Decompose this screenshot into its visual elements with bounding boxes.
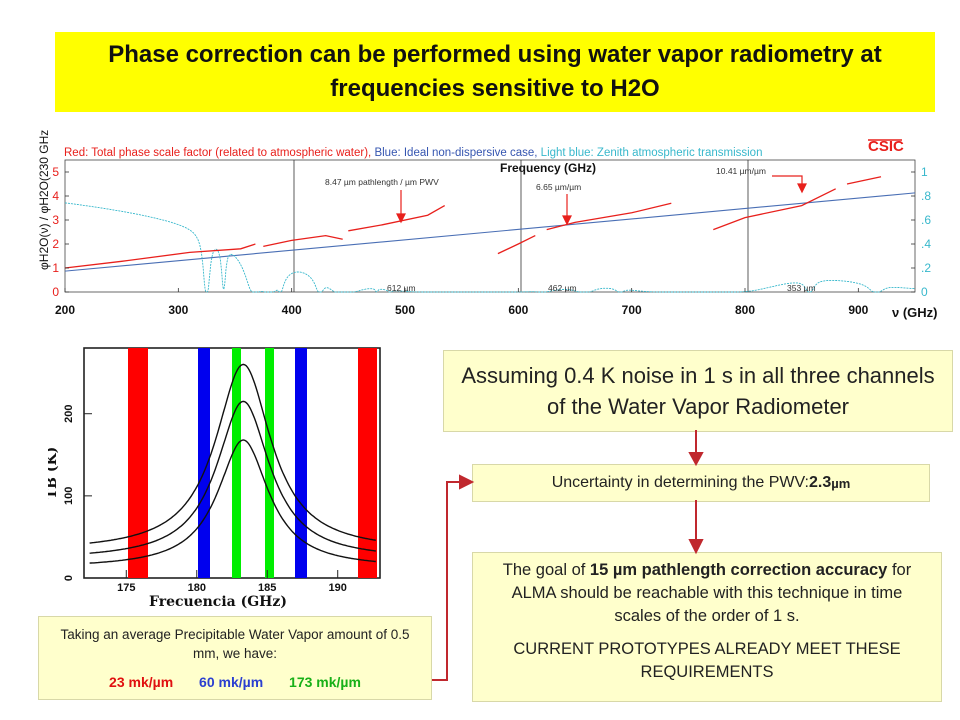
total-phase-segment-1 [263,234,343,248]
right-tick-label-5: 1 [921,165,928,179]
ideal-nondispersive-line [64,192,916,272]
right-tick-label-1: .2 [921,261,931,275]
legend-red-text: Red: Total phase scale factor (related t… [64,147,374,159]
svg-text:Red: Total phase scale factor: Red: Total phase scale factor (related t… [64,147,762,159]
right-tick-label-0: 0 [921,285,928,299]
x-tick-label-3: 500 [395,303,415,317]
pwv-value-red: 23 mk/µm [109,674,174,690]
legend-lightblue-text: Light blue: Zenith atmospheric transmiss… [541,147,763,159]
tb-axis-label: TB (K) [48,447,60,500]
left-tick-label-5: 5 [52,165,59,179]
band-label-462: 462 µm [548,283,577,293]
band-label-612: 612 µm [387,283,416,293]
x-tick-label-0: 200 [55,303,75,317]
slide-title: Phase correction can be performed using … [108,41,882,102]
uncertainty-box: Uncertainty in determining the PWV: 2.3 … [472,464,930,502]
tb-x-tick-label-3: 190 [329,582,347,594]
right-tick-label-4: .8 [921,189,931,203]
prototype-statement: CURRENT PROTOTYPES ALREADY MEET THESE RE… [513,640,901,681]
annotation-847: 8.47 µm pathlength / µm PWV [325,177,439,187]
left-tick-label-1: 1 [52,261,59,275]
x-tick-label-2: 400 [282,303,302,317]
annotation-665: 6.65 µm/µm [536,182,581,192]
y-axis-title-phase: φH2O(ν) / φH2O(230 GHz) [37,130,51,270]
total-phase-segment-4 [546,202,672,231]
total-phase-segment-0 [64,243,256,269]
goal-accuracy: 15 µm pathlength correction accuracy [589,561,888,579]
tb-curve-1 [89,400,376,554]
top-plot-frame [64,159,916,293]
uncertainty-label: Uncertainty in determining the PWV: [551,474,809,491]
brightness-temperature-chart: 175 180 185 190 0 100 200 Frecuencia (GHz) TB … [48,347,381,610]
x-tick-label-7: 900 [848,303,868,317]
channel-red-right [358,348,377,578]
tb-x-tick-label-0: 175 [117,582,135,594]
tb-x-tick-label-1: 180 [188,582,206,594]
goal-text: The goal of 15 µm pathlength correction … [502,561,912,625]
left-tick-label-3: 3 [52,213,59,227]
pwv-values: 23 mk/µm 60 mk/µm 173 mk/µm [39,673,431,692]
left-tick-label-4: 4 [52,189,59,203]
total-phase-segment-3 [497,235,536,255]
x-tick-label-1: 300 [168,303,188,317]
total-phase-segment-6 [846,176,882,185]
channel-red-left [128,348,148,578]
channel-green-left [232,348,241,578]
tb-y-tick-label-1: 100 [63,487,75,505]
pwv-box: Taking an average Precipitable Water Vap… [38,616,432,700]
pwv-value-green: 173 mk/µm [289,674,361,690]
csic-logo: CSIC [868,138,904,155]
band-label-353: 353 µm [787,283,816,293]
noise-assumption-text: Assuming 0.4 K noise in 1 s in all three… [461,363,935,419]
tb-x-tick-label-2: 185 [258,582,276,594]
total-phase-segment-2 [348,205,446,232]
goal-box: The goal of 15 µm pathlength correction … [472,552,942,702]
legend-blue-text: Blue: Ideal non-dispersive case, [374,147,540,159]
uncertainty-unit: µm [831,475,851,491]
tb-curve-0 [89,363,376,544]
x-tick-label-5: 700 [622,303,642,317]
right-tick-label-2: .4 [921,237,931,251]
left-tick-label-0: 0 [52,285,59,299]
tb-curve-2 [89,439,376,564]
total-phase-segment-5 [713,188,836,231]
slide-title-banner: Phase correction can be performed using … [55,32,935,112]
nu-axis-label: ν (GHz) [892,305,938,320]
pwv-text: Taking an average Precipitable Water Vap… [60,627,410,661]
left-tick-label-2: 2 [52,237,59,251]
frequency-axis-title: Frequency (GHz) [500,161,596,175]
channel-blue-right [295,348,307,578]
zenith-transmission-curve [64,202,915,293]
tb-y-tick-label-0: 0 [63,575,75,581]
right-tick-label-3: .6 [921,213,931,227]
x-tick-label-6: 800 [735,303,755,317]
phase-factor-chart: Red: Total phase scale factor (related t… [37,130,938,320]
x-tick-label-4: 600 [508,303,528,317]
top-plot-area [64,159,916,293]
tb-y-tick-label-2: 200 [63,405,75,423]
annotation-arrows [396,175,807,226]
channel-blue-left [198,348,210,578]
noise-assumption-box: Assuming 0.4 K noise in 1 s in all three… [443,350,953,432]
uncertainty-value: 2.3 [808,474,832,491]
frecuencia-axis-label: Frecuencia (GHz) [149,594,287,610]
pwv-value-blue: 60 mk/µm [199,674,264,690]
annotation-1041: 10.41 µm/µm [716,166,766,176]
